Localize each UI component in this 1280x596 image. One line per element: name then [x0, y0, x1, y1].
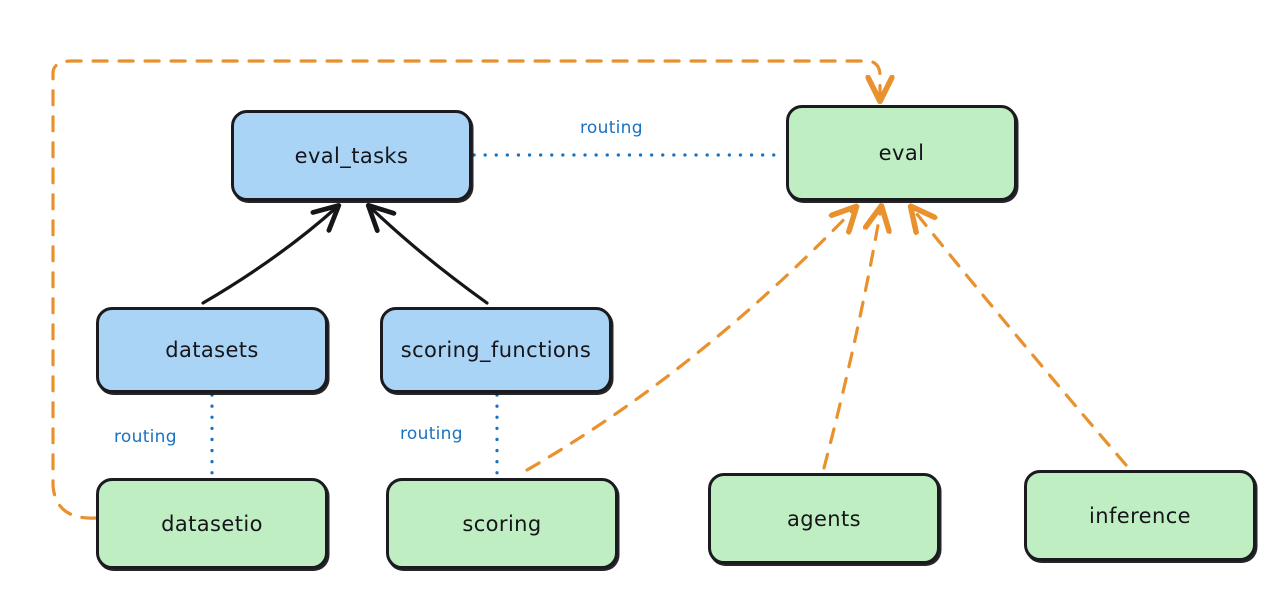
edge-inference-eval: [912, 208, 1128, 467]
edge-agents-eval: [822, 208, 881, 470]
node-label-scoring-functions: scoring_functions: [400, 338, 592, 362]
node-label-datasetio: datasetio: [161, 511, 263, 536]
node-label-agents: agents: [786, 506, 861, 531]
solid-arrows: [201, 202, 489, 305]
node-scoring[interactable]: scoring: [386, 478, 618, 569]
node-label-eval-tasks: eval_tasks: [294, 143, 409, 168]
edge-label-routing-top: routing: [580, 118, 643, 138]
node-eval-tasks[interactable]: eval_tasks: [231, 110, 472, 201]
node-inference[interactable]: inference: [1024, 470, 1256, 561]
edge-label-routing-left: routing: [114, 427, 177, 447]
node-datasetio[interactable]: datasetio: [96, 478, 328, 569]
node-eval[interactable]: eval: [786, 105, 1017, 201]
node-label-scoring: scoring: [462, 511, 542, 536]
node-scoring-functions[interactable]: scoring_functions: [380, 307, 612, 393]
node-agents[interactable]: agents: [708, 473, 940, 564]
node-label-datasets: datasets: [165, 338, 259, 362]
edge-datasets-eval_tasks: [201, 202, 342, 305]
edge-scoring_functions-eval_tasks: [365, 202, 489, 305]
node-label-inference: inference: [1089, 503, 1191, 528]
edge-label-routing-middle: routing: [400, 424, 463, 444]
node-datasets[interactable]: datasets: [96, 307, 328, 393]
node-label-eval: eval: [878, 141, 925, 165]
